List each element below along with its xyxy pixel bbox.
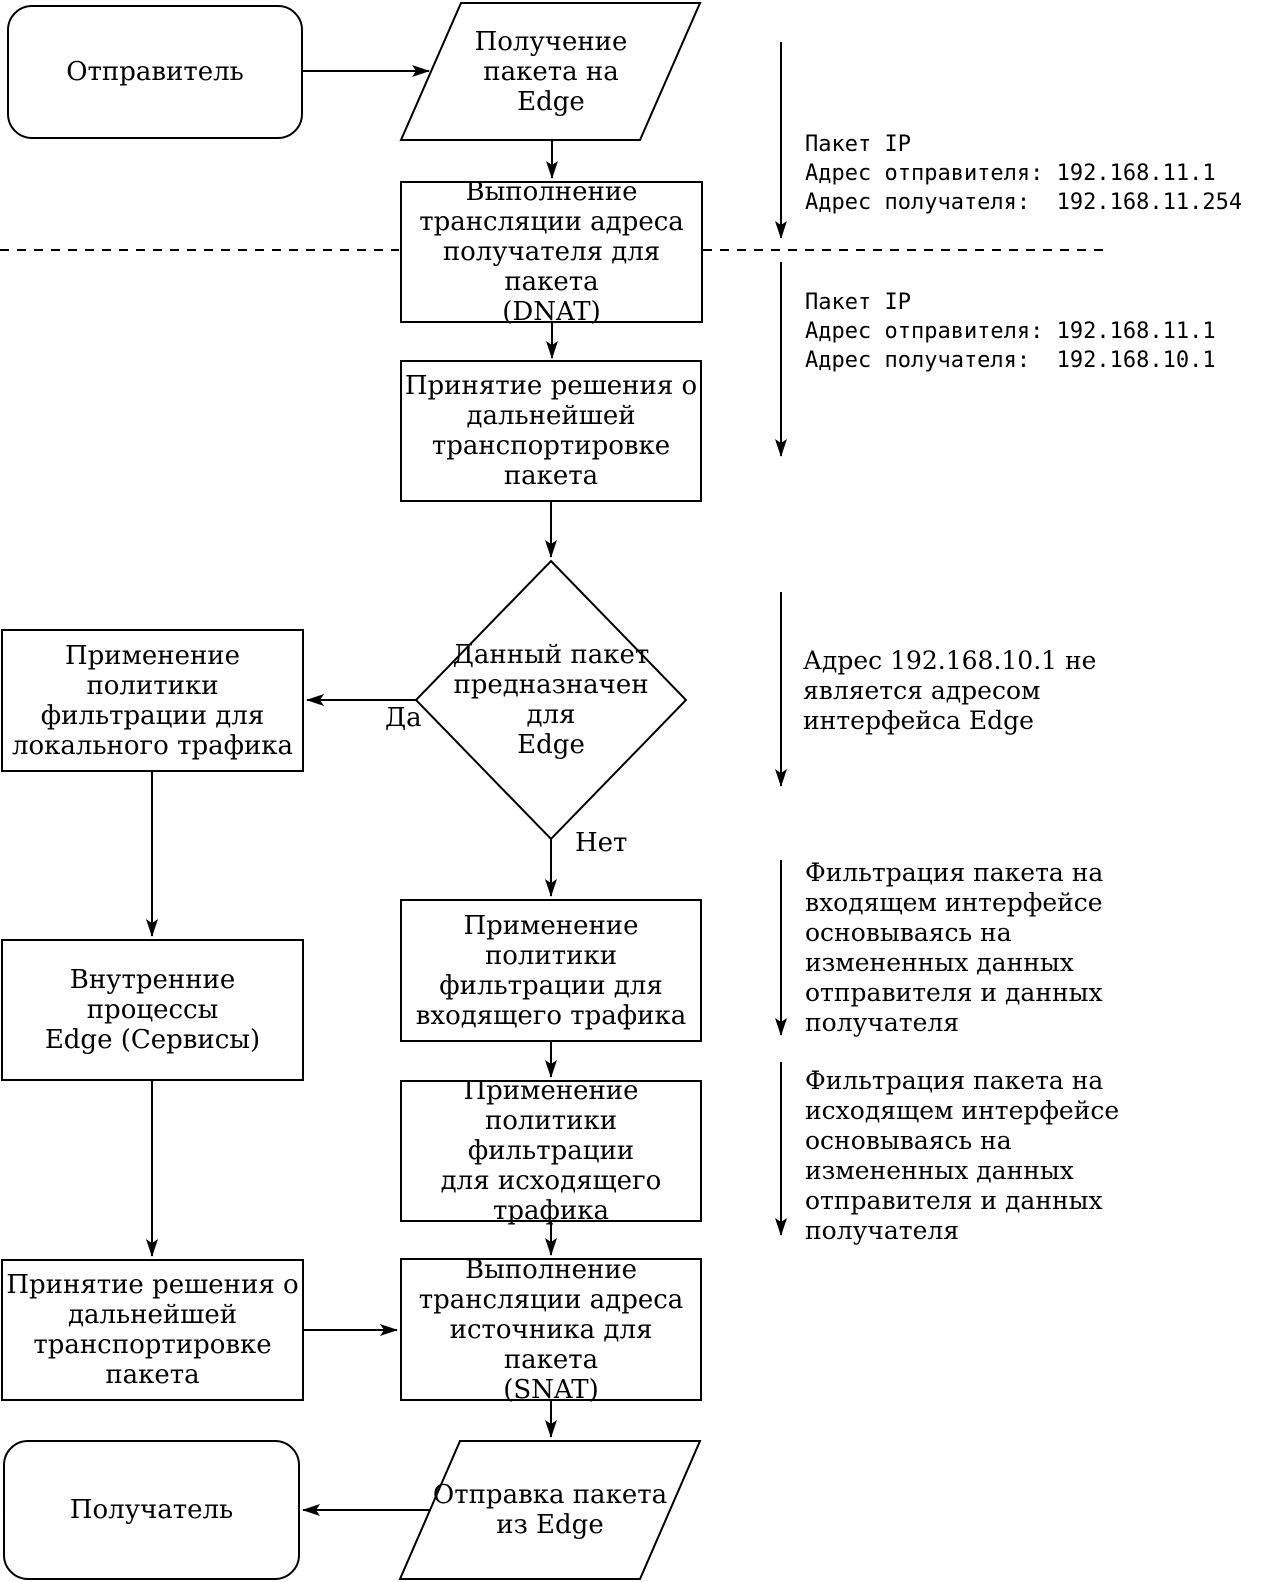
receiver-node-shape [3,1440,300,1580]
routing-decision-top-node-shape [400,360,702,502]
sender-node-shape [7,5,303,139]
inbound-traffic-filter-node-shape [400,899,702,1042]
local-traffic-filter-node-shape [1,629,304,772]
dnat-node-shape [400,181,703,323]
routing-decision-bottom-node-shape [1,1259,304,1401]
send-packet-node-shape [398,1440,702,1580]
receive-packet-node-shape [399,1,702,141]
internal-services-node-shape [1,939,304,1081]
decision-for-edge-node-shape [414,559,688,841]
snat-node-shape [400,1258,702,1401]
outbound-traffic-filter-node-shape [400,1080,702,1222]
